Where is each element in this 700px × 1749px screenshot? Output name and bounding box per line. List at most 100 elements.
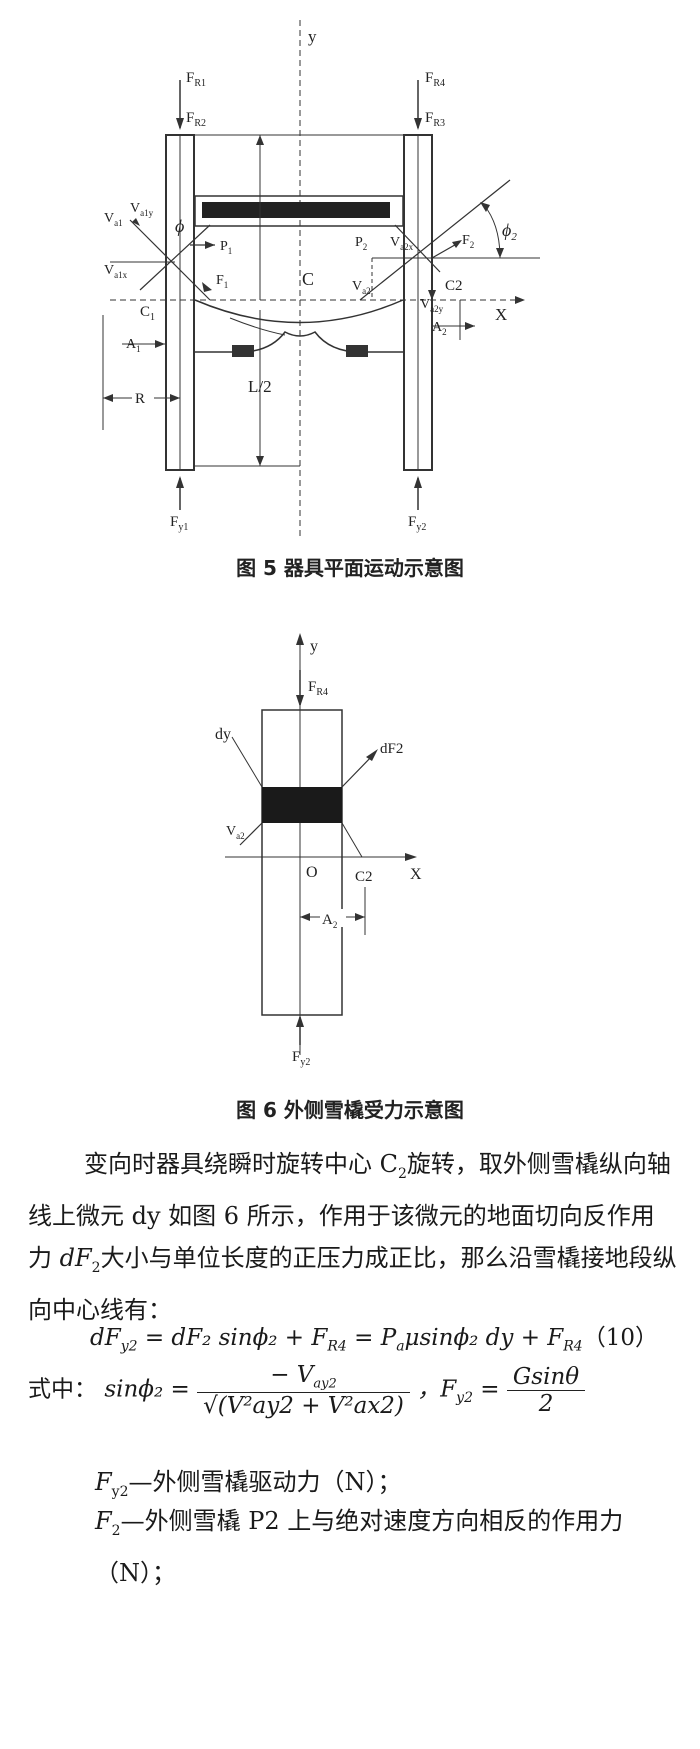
sin-num-sub: ay2 [313,1376,337,1392]
fig5-fy1-label: F [170,514,178,530]
eq10-lhs: dF [90,1325,121,1351]
fig5-r-label: R [135,391,145,407]
svg-text:P2: P2 [355,235,367,252]
fig5-fr2-label: F [186,110,194,126]
svg-text:FR3: FR3 [425,110,445,129]
svg-text:Va2y: Va2y [420,297,444,314]
def1-sym: F [95,1468,112,1496]
fig5-v2x-label: V [390,235,400,250]
fy-sub: y2 [456,1389,473,1406]
fig6-a2-label: A [322,912,333,928]
body-paragraph: 变向时器具绕瞬时旋转中心 C2旋转，取外侧雪橇纵向轴线上微元 dy 如图 6 所… [28,1143,678,1331]
def2-sub: 2 [111,1522,121,1539]
fig5-fy1-sub: y1 [178,522,188,533]
para1-df: dF [59,1243,92,1272]
fig5-phi2-sub: 2 [511,231,517,243]
definition-f2: F2—外侧雪橇 P2 上与绝对速度方向相反的作用力（N）； [95,1500,685,1594]
eq10-mid: = P [346,1325,397,1351]
fig6-fy2-label: F [292,1049,300,1065]
fig5-va1y-sub: a1y [140,208,153,218]
svg-text:A2: A2 [322,912,337,930]
fy-num: Gsinθ [506,1364,586,1391]
para1-a: 变向时器具绕瞬时旋转中心 C [84,1150,398,1178]
outer-ski-rect [261,709,343,1016]
fy-lhs: ，F [417,1376,457,1403]
fig5-c1-sub: 1 [150,312,155,323]
para1-c: 大小与单位长度的正压力成正比，那么沿雪橇接地段纵向中心线有： [28,1243,677,1324]
figure-5-diagram: y X L/2 C FR1 FR2 FR4 FR3 Fy1 Fy2 Va1y V… [102,20,540,540]
fig6-o-label: O [306,864,318,881]
fig5-fr1-sub: R1 [194,78,206,89]
fig6-c2-label: C2 [355,869,373,885]
fig5-a2-sub: 2 [442,327,447,337]
fig5-fr4-label: F [425,70,433,86]
fy-den: 2 [538,1390,554,1417]
svg-text:F2: F2 [462,233,474,250]
fig6-y-label: y [310,638,318,655]
svg-text:P1: P1 [220,239,232,256]
svg-text:Va2: Va2 [352,279,371,296]
sin-den: √(V²ay2 + V²ax2) [203,1392,404,1419]
eq10-rest: = dF₂ sinϕ₂ + F [137,1325,328,1351]
eq10-lhs-sub: y2 [120,1338,138,1355]
svg-text:Va1y: Va1y [130,201,154,218]
svg-text:FR1: FR1 [186,70,206,89]
fig5-fr3-sub: R3 [433,118,445,129]
svg-text:Va2: Va2 [226,824,245,841]
fig5-va1-label: V [104,211,114,226]
fig5-v2x-sub: a2x [400,242,413,252]
fig5-fy2-sub: y2 [416,522,426,533]
fig5-va2y-sub: a2y [430,304,443,314]
fig5-c-label: C [302,269,314,289]
fig5-va2y-label: V [420,297,430,312]
fig5-c1-label: C [140,304,150,320]
fig5-fr3-label: F [425,110,433,126]
fig5-fr1-label: F [186,70,194,86]
fig5-p1-sub: 1 [228,246,233,256]
eq10-a: a [396,1338,405,1355]
sin-lhs: sinϕ₂ = [104,1376,198,1403]
def2-sym: F [95,1507,112,1535]
fig5-va1x-sub: a1x [114,270,127,280]
fig5-f2-sub: 2 [470,240,475,250]
where-label: 式中： [28,1376,97,1403]
svg-text:Va1: Va1 [104,211,123,228]
fig6-va2-sub: a2 [236,831,245,841]
svg-text:FR4: FR4 [425,70,445,89]
fig5-x-label: X [495,305,507,324]
svg-text:Fy2: Fy2 [292,1049,310,1068]
fig5-p2-sub: 2 [363,242,368,252]
fig5-a1-label: A [126,337,137,352]
fy-fraction: Gsinθ 2 [506,1364,586,1417]
svg-text:ϕ2: ϕ2 [502,220,517,243]
para1-sub: 2 [398,1165,407,1182]
crossbar [194,195,404,227]
figure-5-caption: 图 5 器具平面运动示意图 [236,556,464,580]
fig5-va2-sub: a2 [362,286,371,296]
fig5-va2-label: V [352,279,362,294]
fig5-p1-label: P [220,239,228,254]
figure-6-caption: 图 6 外侧雪橇受力示意图 [236,1098,464,1122]
svg-text:Va2x: Va2x [390,235,414,252]
fig5-a1-sub: 1 [136,344,141,354]
fig6-x-label: X [410,866,422,883]
figure-6-diagram: y X FR4 dy dF2 Va2 O C2 A2 Fy2 [215,633,422,1068]
eq10-r4b: R4 [563,1338,583,1355]
fig5-fr4-sub: R4 [433,78,445,89]
eq10-r4: R4 [327,1338,347,1355]
fig6-fr4-label: F [308,679,316,695]
svg-text:F1: F1 [216,273,228,290]
svg-text:FR2: FR2 [186,110,206,129]
fig5-fr2-sub: R2 [194,118,206,129]
fig5-f2-label: F [462,233,470,248]
fig5-va1x-label: V [104,263,114,278]
fig6-dy-label: dy [215,726,231,743]
equation-10: dFy2 = dF₂ sinϕ₂ + FR4 = Paμsinϕ₂ dy + F… [90,1318,658,1355]
fig5-c2-label: C2 [445,278,463,294]
svg-text:Fy1: Fy1 [170,514,188,533]
fig5-f1-sub: 1 [224,280,229,290]
fy-eq: = [473,1376,507,1403]
fig5-p2-label: P [355,235,363,250]
para1-df-sub: 2 [91,1259,101,1276]
fig5-l2-label: L/2 [248,377,272,396]
